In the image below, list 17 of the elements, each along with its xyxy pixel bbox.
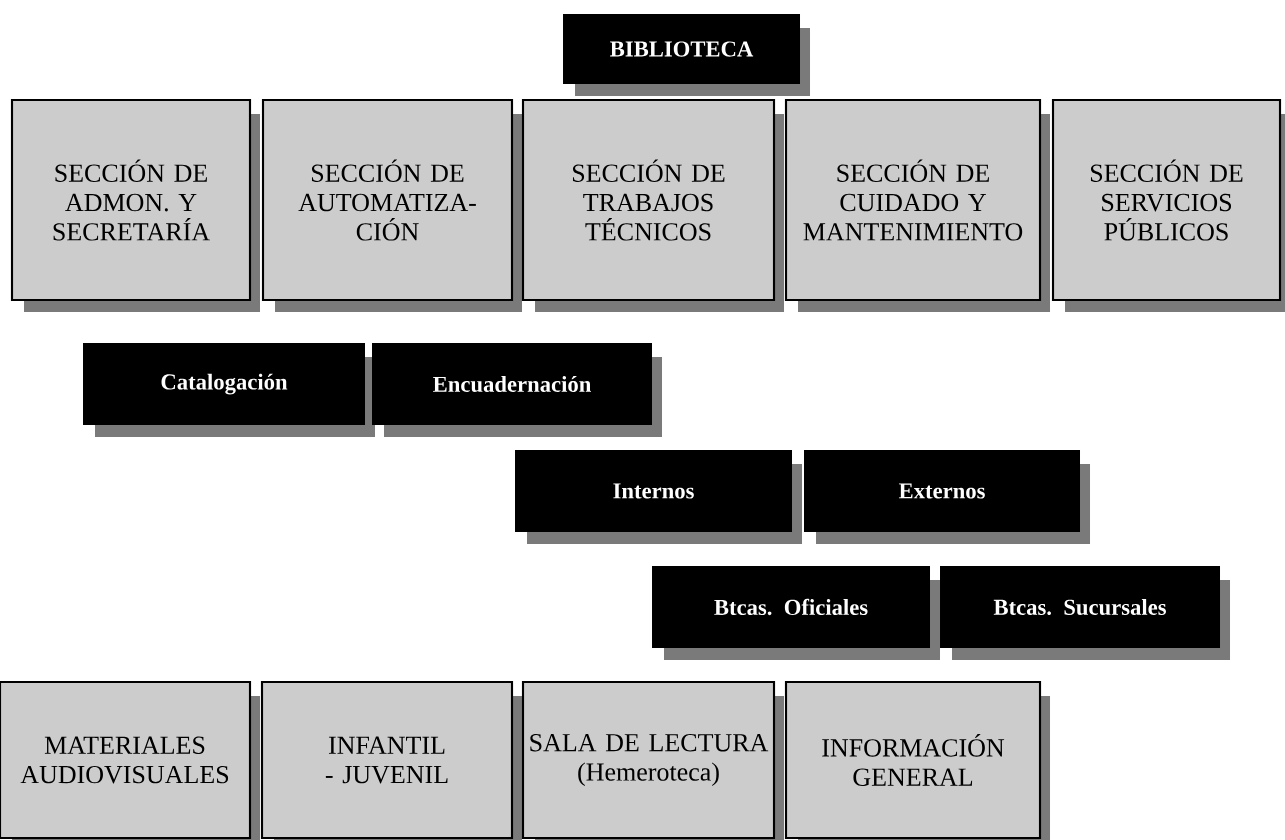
section-box: SECCIÓN DE SERVICIOS PÚBLICOS: [1051, 98, 1285, 312]
title-box: BIBLIOTECA: [563, 14, 810, 96]
section-box: SECCIÓN DE TRABAJOS TÉCNICOS: [521, 98, 784, 312]
section-box: SECCIÓN DE CUIDADO Y MANTENIMIENTO: [784, 98, 1050, 312]
section-box: MATERIALES AUDIOVISUALES: [0, 680, 260, 840]
title-box: Btcas. Sucursales: [940, 566, 1230, 660]
title-box: Btcas. Oficiales: [652, 566, 940, 660]
title-box: Externos: [804, 450, 1090, 544]
section-box: INFORMACIÓN GENERAL: [784, 680, 1050, 840]
node-label: Catalogación: [161, 373, 288, 395]
title-box: Catalogación: [83, 343, 375, 437]
section-box: SALA DE LECTURA (Hemeroteca): [521, 680, 784, 840]
section-box: SECCIÓN DE AUTOMATIZA- CIÓN: [261, 98, 522, 312]
section-box: SECCIÓN DE ADMON. Y SECRETARÍA: [10, 98, 260, 312]
title-box: Encuadernación: [372, 343, 662, 437]
section-box: INFANTIL - JUVENIL: [260, 680, 522, 840]
title-box: Internos: [515, 450, 802, 544]
